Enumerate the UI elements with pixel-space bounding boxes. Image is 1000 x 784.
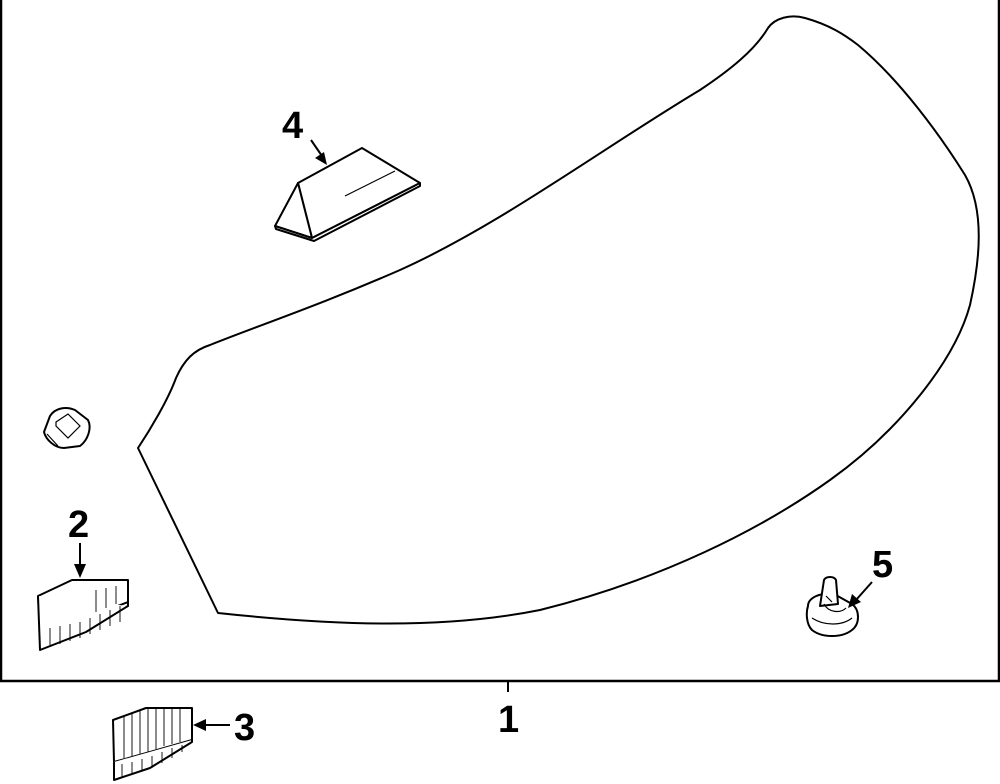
part-4-spacer-block[interactable] (274, 147, 421, 242)
part-5-fastener[interactable] (805, 576, 859, 637)
leader-4 (310, 139, 327, 165)
diagram-frame (0, 0, 1000, 683)
callout-3: 3 (234, 707, 255, 749)
part-2-molding[interactable] (37, 579, 129, 651)
back-glass[interactable] (137, 15, 980, 625)
callout-2: 2 (68, 504, 89, 546)
callout-1: 1 (498, 699, 519, 741)
leader-3 (193, 719, 230, 731)
part-3-molding[interactable] (112, 707, 193, 781)
leader-2 (74, 543, 86, 578)
retainer-clip[interactable] (43, 407, 91, 449)
callout-4: 4 (282, 105, 303, 147)
callout-5: 5 (872, 544, 893, 586)
leader-5 (848, 581, 873, 608)
